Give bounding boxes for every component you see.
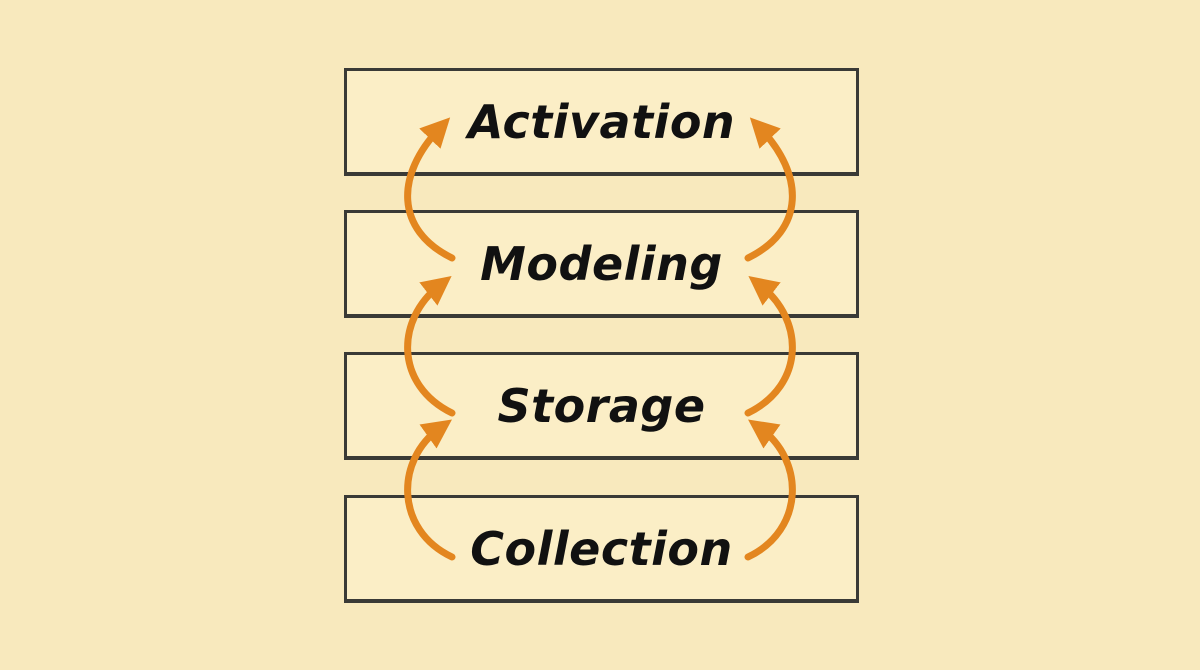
layer-activation: Activation [344, 68, 859, 176]
layer-label-modeling: Modeling [480, 236, 723, 291]
layer-collection: Collection [344, 495, 859, 603]
layer-storage: Storage [344, 352, 859, 460]
layer-label-collection: Collection [470, 521, 733, 576]
layer-label-activation: Activation [467, 94, 736, 149]
layer-modeling: Modeling [344, 210, 859, 318]
layer-label-storage: Storage [497, 378, 706, 433]
